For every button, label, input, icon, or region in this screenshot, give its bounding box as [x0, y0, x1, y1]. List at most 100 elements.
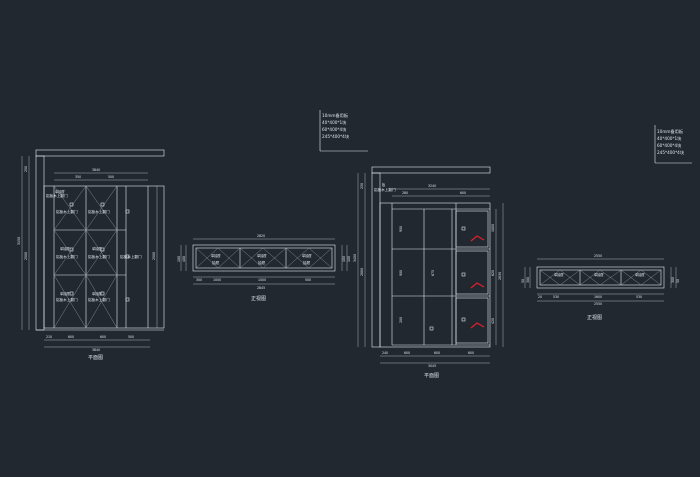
front-outline — [192, 244, 336, 272]
dim-text: 675 — [431, 270, 435, 276]
tag-label: 单抽屉 — [554, 272, 564, 277]
dim-text: 3840 — [92, 168, 100, 172]
tag-label: 单抽屉 — [211, 253, 221, 258]
tag-label: 单抽屉 — [92, 246, 102, 251]
dim-text: 210 — [46, 335, 52, 339]
dim-text: 3400 — [353, 254, 357, 262]
dim-text: 600 — [460, 191, 466, 195]
dim-text: 600 — [68, 335, 74, 339]
board-label: 铝板木上翻门 — [56, 209, 78, 214]
note-line: 245*400*4块 — [657, 149, 685, 156]
dim-text: 900 — [399, 226, 403, 232]
dim-text: 1000 — [491, 224, 495, 232]
dim-text: 50 — [521, 279, 525, 283]
left-wall — [371, 172, 381, 348]
plan-outline — [43, 185, 165, 329]
tag-label: 单抽屉 — [302, 253, 312, 258]
note-line: 245*400*4块 — [322, 133, 350, 140]
dim-text: 1600 — [594, 295, 602, 299]
dim-text: 500 — [108, 175, 114, 179]
dim-text: 300 — [671, 277, 675, 283]
board-label: 铝板木上翻门 — [56, 297, 78, 302]
drawer-label: 抽屉 — [258, 260, 266, 265]
tag-label: 单抽屉 — [60, 246, 70, 251]
drawer-label: 抽屉 — [212, 260, 220, 265]
front-outline — [536, 266, 665, 289]
view-title: 平面图 — [88, 355, 103, 361]
side-box — [455, 297, 489, 344]
left-wall — [35, 155, 45, 331]
marker-squares — [69, 202, 130, 302]
dim-text: 3840 — [92, 348, 100, 352]
tag-label: 单抽屉 — [594, 272, 604, 277]
note-line: 60*400*4块 — [322, 126, 347, 133]
dim-text: 100 — [347, 256, 351, 262]
dim-text: 3045 — [428, 364, 436, 368]
dim-text: 3150 — [17, 237, 21, 245]
note-line: 40*400*1块 — [657, 135, 682, 142]
dimension-lines — [180, 238, 348, 285]
tag-label: 单抽屉 — [92, 291, 102, 296]
dim-text: 620 — [491, 270, 495, 276]
view-title: 正视图 — [251, 295, 266, 302]
red-profile — [470, 322, 485, 329]
dim-text: 2550 — [594, 254, 602, 258]
board-label: 铝板木上翻门 — [88, 297, 110, 302]
drawer-hatch — [539, 269, 662, 286]
red-profile — [470, 282, 485, 289]
dimension-lines — [357, 173, 504, 364]
door-hatch — [53, 185, 118, 329]
dim-text: 50 — [676, 279, 680, 283]
dim-text: 900 — [399, 270, 403, 276]
plan-outline — [379, 202, 491, 348]
side-box — [455, 210, 489, 248]
dim-text: 200 — [399, 317, 403, 323]
board-label: 铝板木上翻门 — [374, 187, 396, 192]
dim-text: 400 — [182, 256, 186, 262]
dim-text: 280 — [402, 191, 408, 195]
tag-label: 单抽屉 — [55, 189, 65, 194]
dim-text: 300 — [196, 278, 202, 282]
note-block-middle: 10mm备用板 40*400*1块 60*400*4块 245*400*4块 — [319, 110, 368, 152]
dim-text: 100 — [177, 256, 181, 262]
view-title: 平面图 — [424, 373, 439, 379]
dim-text: 600 — [434, 351, 440, 355]
dim-text: 2550 — [594, 302, 602, 306]
dimension-lines — [21, 156, 158, 348]
dim-text: 250 — [24, 166, 28, 172]
note-line: 10mm备用板 — [657, 128, 684, 135]
side-box — [455, 250, 489, 295]
dim-text: 420 — [491, 318, 495, 324]
dim-text: 1000 — [258, 278, 266, 282]
marker-squares — [429, 226, 466, 331]
dim-text: 1000 — [213, 278, 221, 282]
tag-label: 板 — [382, 182, 386, 187]
dim-text: 250 — [360, 183, 364, 189]
right-plan-view: 板 铝板木上翻门 3240 280 600 3400 2880 250 900 … — [353, 166, 504, 379]
dim-text: 20 — [538, 295, 542, 299]
left-front-view: 单抽屉 单抽屉 单抽屉 抽屉 抽屉 抽屉 2820 300 1000 1000 … — [177, 234, 351, 302]
board-label: 铝板木上翻门 — [88, 254, 110, 259]
dim-text: 300 — [526, 277, 530, 283]
board-label: 铝板木上翻门 — [120, 254, 142, 259]
dim-text: 530 — [553, 295, 559, 299]
dim-text: 2880 — [360, 268, 364, 276]
note-line: 60*400*4块 — [657, 142, 682, 149]
dim-text: 2830 — [498, 272, 502, 280]
tag-label: 单抽屉 — [635, 272, 645, 277]
board-label: 铝板木上翻门 — [46, 193, 68, 198]
note-block-right: 10mm备用板 40*400*1块 60*400*4块 245*400*4块 — [654, 125, 692, 164]
dimension-lines — [524, 258, 677, 302]
tag-label: 单抽屉 — [257, 253, 267, 258]
red-profile — [470, 235, 485, 242]
view-title: 正视图 — [587, 314, 602, 321]
dim-text: 500 — [128, 335, 134, 339]
top-strip — [35, 149, 165, 157]
dim-text: 600 — [468, 351, 474, 355]
front-inner — [195, 247, 333, 269]
note-line: 10mm备用板 — [322, 112, 349, 119]
dim-text: 530 — [636, 295, 642, 299]
top-strip — [371, 166, 491, 174]
dim-text: 400 — [342, 256, 346, 262]
dim-text: 600 — [100, 335, 106, 339]
